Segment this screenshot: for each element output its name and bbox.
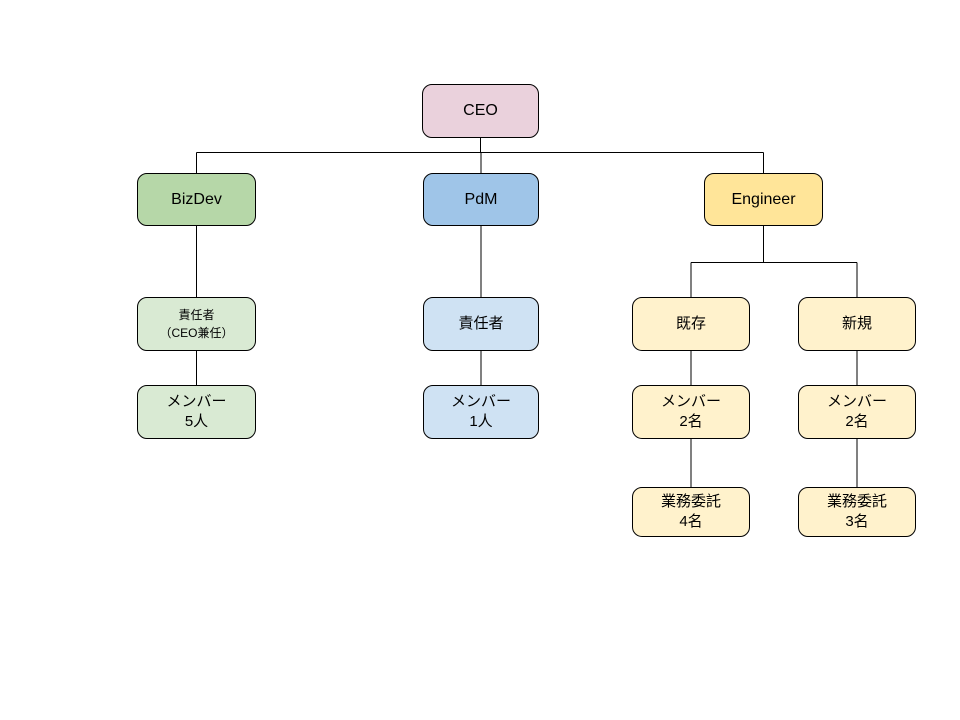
org-node-eng-existing-contractors: 業務委託 4名 [632,487,750,537]
org-node-bizdev-lead: 責任者 （CEO兼任） [137,297,256,351]
org-node-pdm-members: メンバー 1人 [423,385,539,439]
org-node-bizdev-members: メンバー 5人 [137,385,256,439]
org-node-eng-existing: 既存 [632,297,750,351]
org-node-pdm-lead: 責任者 [423,297,539,351]
org-node-eng-new-contractors: 業務委託 3名 [798,487,916,537]
org-node-ceo: CEO [422,84,539,138]
org-node-bizdev: BizDev [137,173,256,226]
org-node-eng-new-members: メンバー 2名 [798,385,916,439]
org-node-engineer: Engineer [704,173,823,226]
org-node-pdm: PdM [423,173,539,226]
org-node-eng-new: 新規 [798,297,916,351]
org-node-eng-existing-members: メンバー 2名 [632,385,750,439]
